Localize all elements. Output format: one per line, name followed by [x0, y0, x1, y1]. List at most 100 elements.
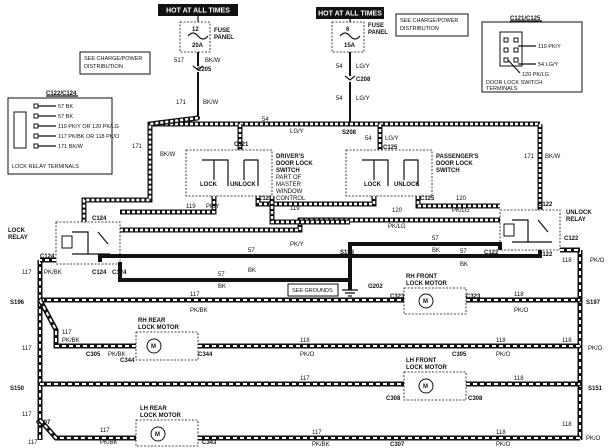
row-s150-s151: 117 118 [40, 376, 580, 387]
legend-right-pin-1 [503, 37, 509, 43]
left-hot-banner [158, 4, 238, 16]
ground-g202-label: G202 [368, 284, 383, 290]
passenger-switch-title-3: SWITCH [436, 168, 460, 174]
drivers-switch-title-7: CONTROL [276, 196, 306, 202]
connector-c208-symbol [344, 75, 356, 81]
top-bus: 54 LG/Y 171 BK/W 171 BK/W C121 54 LG/Y C… [81, 115, 561, 222]
wire-118-a-color: PK/O [590, 258, 605, 264]
wire-118-a-number: 118 [562, 258, 572, 264]
ground-circuit: 57 BK 57 BK 57 BK 57 BK S198 G202 SEE GR… [98, 236, 542, 297]
left-fuse-label-1: FUSE [214, 28, 230, 34]
charge-note-left-box [79, 51, 151, 75]
left-power-feed: HOT AT ALL TIMES 12 20A FUSE PANEL 517 B… [158, 4, 238, 128]
row-s196-s197: 117 PK/BK 118 PK/O [40, 292, 580, 314]
right-hot-banner-text: HOT AT ALL TIMES [318, 11, 382, 18]
lh-rear-motor-m: M [155, 432, 160, 438]
connector-c305-a: C305 [86, 352, 101, 358]
rh-front-motor-m: M [423, 299, 428, 305]
wire-118-row2b-color: PK/O [496, 352, 511, 358]
legend-left-title: C122/C124 [46, 91, 77, 97]
connector-c308-a: C308 [386, 396, 401, 402]
legend-right-connector-face [499, 31, 523, 67]
splice-s196-label: S196 [10, 300, 25, 306]
wire-117-row4b-number: 117 [312, 430, 322, 436]
legend-right-pin-4 [513, 47, 519, 53]
passenger-switch-lock-text: LOCK [364, 182, 382, 188]
wire-117-row2-color-b: PK/BK [108, 352, 126, 358]
left-fuse-label-2: PANEL [214, 35, 234, 41]
rh-rear-title-1: RH REAR [138, 318, 166, 324]
right-power-feed: HOT AT ALL TIMES 6 15A FUSE PANEL 54 LG/… [316, 7, 388, 136]
connector-c323-b: C323 [466, 294, 481, 300]
connector-c344-b: C344 [198, 352, 213, 358]
left-hot-banner-text: HOT AT ALL TIMES [166, 8, 230, 15]
legend-left-pin-5 [33, 143, 39, 149]
drivers-switch-title-5: MASTER [276, 182, 302, 188]
connector-c205-label: C205 [197, 67, 212, 73]
connector-c323-a: C323 [390, 294, 405, 300]
wire-54-bus-color: LG/Y [290, 129, 304, 135]
unlock-relay: UNLOCK RELAY C122 C122 C122 C122 [484, 202, 592, 258]
wire-118-c-color: PK/O [586, 436, 601, 442]
wire-119-relay-color: PK/Y [290, 242, 304, 248]
legend-right-caption-2: TERMINALS [486, 86, 518, 92]
unlock-relay-title-2: RELAY [566, 217, 586, 223]
wire-118-row2b-number: 118 [496, 338, 506, 344]
rh-front-title-1: RH FRONT [406, 274, 437, 280]
wire-117-b-number: 117 [22, 346, 32, 352]
legend-left-pin-3 [33, 123, 39, 129]
legend-right-caption-1: DOOR LOCK SWITCH [486, 80, 542, 86]
wire-119-driver-inner [120, 196, 216, 214]
wire-120-cross-number: 120 [392, 208, 403, 214]
legend-left-row-2: 57 BK [58, 114, 73, 120]
drivers-door-lock-switch: LOCK UNLOCK DRIVER'S DOOR LOCK SWITCH PA… [185, 149, 313, 202]
connector-c122-c: C122 [538, 252, 553, 258]
lh-rear-motor-box [135, 419, 199, 447]
lh-front-motor-m: M [423, 384, 428, 390]
connector-c205-symbol [192, 65, 204, 71]
rh-rear-title-2: LOCK MOTOR [138, 325, 180, 331]
wire-57-b-number: 57 [248, 248, 255, 254]
rh-rear-motor-m: M [151, 344, 156, 350]
connector-c121-label: C121 [234, 142, 249, 148]
lh-front-motor-box [403, 371, 467, 401]
connector-c125-lower-label: C125 [420, 196, 435, 202]
passenger-switch-title-2: DOOR LOCK [436, 161, 473, 167]
right-fuse-number: 6 [346, 27, 350, 33]
wire-117-row2-color: PK/BK [62, 338, 80, 344]
wire-517-color: BK/W [205, 58, 221, 64]
drivers-switch-title-4: PART OF [276, 175, 302, 181]
passenger-switch-title-1: PASSENGER'S [436, 154, 479, 160]
legend-right-pin-2 [513, 37, 519, 43]
connector-c122-a: C122 [538, 202, 553, 208]
wire-57-unlock-ground [348, 242, 502, 256]
drivers-switch-lock-text: LOCK [200, 182, 218, 188]
wire-57-a-color: BK [218, 284, 226, 290]
wire-54-middle-number: 54 [336, 96, 343, 102]
wire-57-lock-ground [118, 256, 352, 282]
wire-171-upper-color: BK/W [203, 100, 219, 106]
passenger-switch-unlock-text: UNLOCK [394, 182, 420, 188]
charge-power-note-left: SEE CHARGE/POWER DISTRIBUTION [79, 51, 151, 75]
right-fuse-label-2: PANEL [368, 30, 388, 36]
drivers-switch-title-6: WINDOW [276, 189, 303, 195]
wire-57-c-color: BK [432, 248, 440, 254]
wire-117-row1-number: 117 [190, 292, 200, 298]
wire-119-driver-color: PK/Y [206, 204, 220, 210]
wire-120-pass-inner [416, 196, 500, 208]
lh-rear-title-1: LH REAR [140, 406, 167, 412]
wire-119-driver-number: 119 [186, 204, 196, 210]
connector-c305-b: C305 [452, 352, 467, 358]
rh-front-motor-symbol [418, 293, 434, 309]
legend-right-pin-5 [503, 57, 509, 63]
splice-s198-label: S198 [340, 250, 355, 256]
wire-118-row2-color: PK/O [300, 352, 315, 358]
drivers-switch-box [185, 149, 273, 197]
legend-right-frame [481, 21, 583, 93]
wire-117-row4-number: 117 [100, 428, 110, 434]
wire-171-right-number: 171 [524, 154, 535, 160]
wire-54-bus-number: 54 [262, 117, 269, 123]
connector-c343: C343 [202, 440, 217, 446]
